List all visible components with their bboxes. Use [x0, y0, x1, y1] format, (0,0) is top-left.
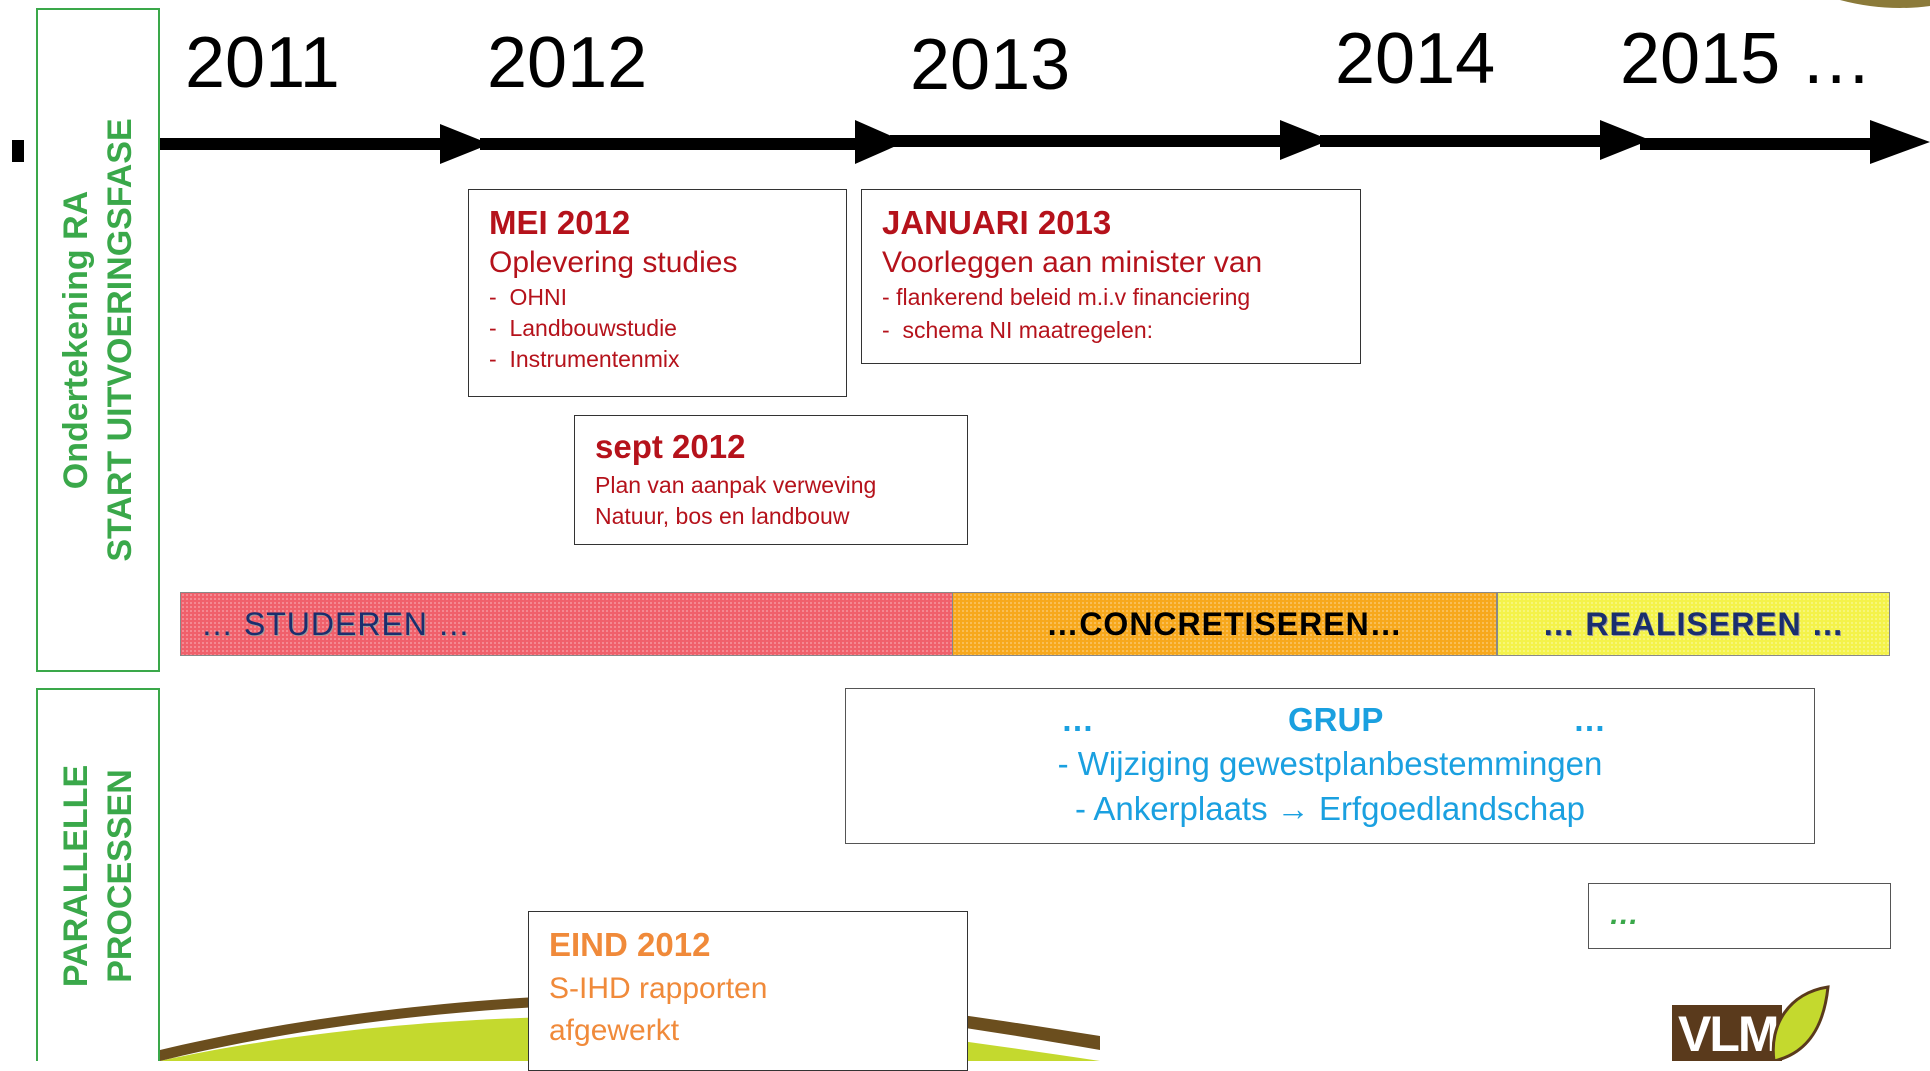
- grup-title: GRUP: [1288, 701, 1384, 738]
- mei-item: - Instrumentenmix: [489, 346, 680, 372]
- arrow-right-icon: →: [1276, 790, 1310, 827]
- phase-studeren: … STUDEREN …: [180, 592, 953, 656]
- phase-realiseren: … REALISEREN …: [1497, 592, 1890, 656]
- januari-item-1: flankerend beleid m.i.v financiering: [896, 284, 1251, 310]
- side-label-box-top: Ondertekening RA START UITVOERINGSFASE: [36, 8, 160, 672]
- timeline-arrow: [12, 120, 1930, 164]
- side-label-bottom-line2: PROCESSEN: [101, 768, 139, 983]
- januari-title: JANUARI 2013: [882, 204, 1112, 241]
- grup-line2: - Ankerplaats → Erfgoedlandschap: [846, 790, 1814, 828]
- sept-line2: Natuur, bos en landbouw: [595, 503, 850, 529]
- eind-line1: S-IHD rapporten: [549, 972, 768, 1005]
- leaf-icon: [1771, 985, 1830, 1061]
- grup-line2-pre: - Ankerplaats: [1075, 790, 1277, 827]
- mei-item: - OHNI: [489, 284, 567, 310]
- side-label-box-bottom: PARALLELLE PROCESSEN: [36, 688, 160, 1061]
- phase-concretiseren: …CONCRETISEREN…: [952, 592, 1497, 656]
- year-2014: 2014: [1335, 19, 1496, 99]
- sept-title: sept 2012: [595, 428, 746, 465]
- mei-subtitle: Oplevering studies: [489, 246, 738, 279]
- grup-dots-right: …: [1573, 701, 1606, 738]
- year-2012: 2012: [487, 23, 648, 103]
- phase-realiseren-label: … REALISEREN …: [1542, 605, 1845, 642]
- year-2011: 2011: [185, 23, 340, 103]
- milestone-mei-2012: MEI 2012 Oplevering studies - OHNI - Lan…: [468, 189, 847, 397]
- phase-concretiseren-label: …CONCRETISEREN…: [1046, 605, 1403, 642]
- mei-item: - Landbouwstudie: [489, 315, 677, 341]
- eind-title: EIND 2012: [549, 926, 711, 963]
- vlm-logo: VLM: [1672, 985, 1830, 1061]
- grup-line1: - Wijziging gewestplanbestemmingen: [1057, 745, 1603, 782]
- januari-item: - schema NI maatregelen:: [882, 317, 1154, 343]
- vlm-logo-block: [1672, 1005, 1782, 1061]
- side-label-bottom: PARALLELLE PROCESSEN: [54, 764, 142, 986]
- phase-studeren-label: … STUDEREN …: [201, 605, 471, 642]
- januari-subtitle: Voorleggen aan minister van: [882, 246, 1263, 279]
- mei-title: MEI 2012: [489, 204, 631, 241]
- process-eind-2012: EIND 2012 S-IHD rapporten afgewerkt: [528, 911, 968, 1071]
- top-right-decoration: [1840, 0, 1930, 8]
- process-grup: … GRUP … - Wijziging gewestplanbestemmin…: [845, 688, 1815, 844]
- januari-item-2: schema NI maatregelen:: [902, 317, 1154, 343]
- grup-line2-post: Erfgoedlandschap: [1309, 790, 1585, 827]
- ellipsis-text: …: [1609, 898, 1639, 931]
- vlm-logo-text: VLM: [1678, 1006, 1780, 1061]
- grup-dots-left: …: [1061, 701, 1094, 738]
- januari-item: - flankerend beleid m.i.v financiering: [882, 284, 1251, 310]
- year-2013: 2013: [910, 25, 1071, 105]
- milestone-sept-2012: sept 2012 Plan van aanpak verweving Natu…: [574, 415, 968, 545]
- eind-line2: afgewerkt: [549, 1014, 680, 1047]
- milestone-januari-2013: JANUARI 2013 Voorleggen aan minister van…: [861, 189, 1361, 364]
- year-2015: 2015 …: [1620, 19, 1873, 99]
- process-ellipsis: …: [1588, 883, 1891, 949]
- mei-item-1: OHNI: [509, 284, 567, 310]
- side-label-bottom-line1: PARALLELLE: [57, 764, 95, 987]
- sept-line1: Plan van aanpak verweving: [595, 472, 877, 498]
- mei-item-2: Landbouwstudie: [509, 315, 677, 341]
- mei-item-3: Instrumentenmix: [509, 346, 680, 372]
